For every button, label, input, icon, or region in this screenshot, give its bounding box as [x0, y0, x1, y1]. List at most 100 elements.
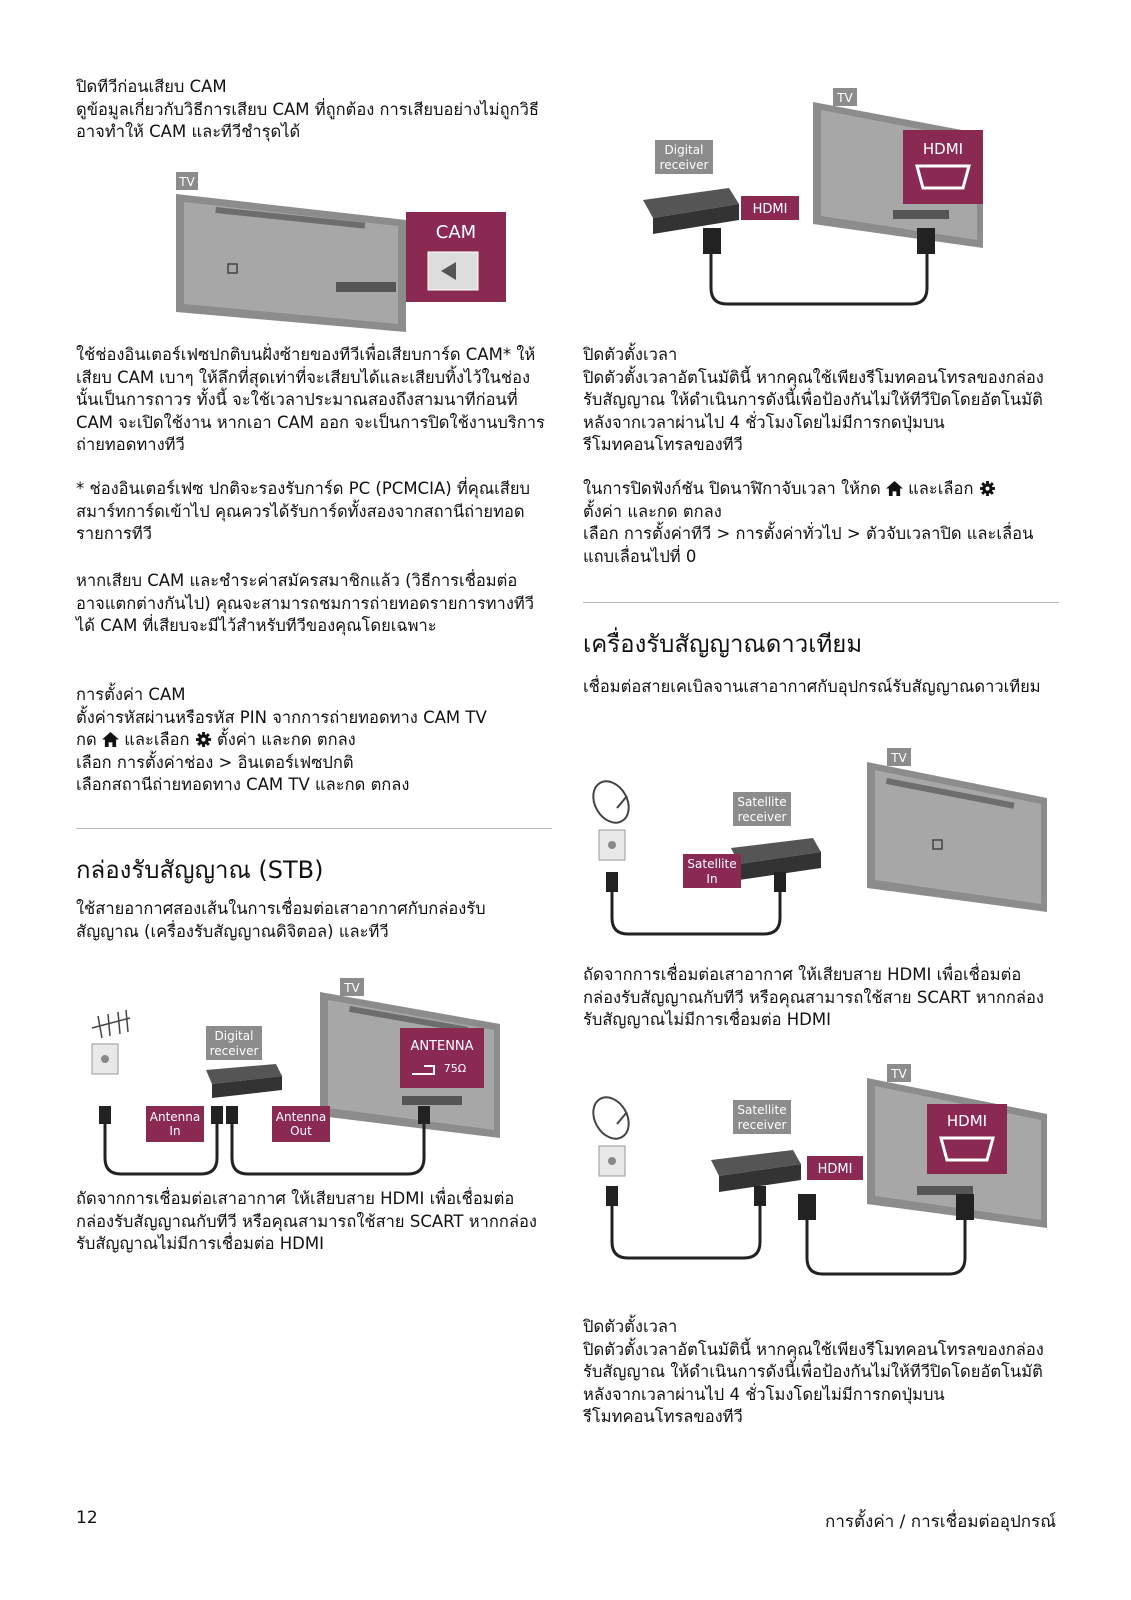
- plug: [774, 872, 786, 892]
- satellite-cable: [610, 888, 782, 936]
- tv-hdmi-slot: [917, 1186, 973, 1195]
- sat-hdmi-paragraph: ถัดจากการเชื่อมต่อเสาอากาศ ให้เสียบสาย H…: [583, 965, 1044, 1029]
- home-icon: [102, 732, 119, 747]
- timer-off-line2: ตั้งค่า และกด ตกลง: [583, 501, 722, 521]
- satellite-dish-icon: [592, 780, 630, 824]
- satellite-in-line1: Satellite: [687, 857, 736, 871]
- cam-settings-line3: เลือก การตั้งค่าช่อง > อินเตอร์เฟซปกติ: [76, 752, 354, 772]
- antenna-out-badge: [272, 1106, 330, 1142]
- tv-port: [227, 263, 238, 274]
- hdmi-plug: [703, 228, 721, 254]
- press-label: กด: [76, 730, 97, 749]
- plug: [418, 1106, 430, 1124]
- plug: [226, 1106, 238, 1124]
- hdmi-figure: TV HDMI Digital receiver HDMI: [643, 88, 1043, 318]
- receiver-tag-line1: Digital: [215, 1029, 254, 1043]
- hdmi-badge-label: HDMI: [947, 1112, 987, 1130]
- cam-note-paragraph: * ช่องอินเตอร์เฟซ ปกติจะรองรับการ์ด PC (…: [76, 479, 530, 543]
- timer-off-line3: เลือก การตั้งค่าทีวี > การตั้งค่าทั่วไป …: [583, 524, 1034, 566]
- tv-panel: [184, 202, 398, 324]
- stb-intro-paragraph: ใช้สายอากาศสองเส้นในการเชื่อมต่อเสาอากาศ…: [76, 899, 486, 941]
- timer-2-title: ปิดตัวตั้งเวลา: [583, 1317, 678, 1336]
- cam-settings-title: การตั้งค่า CAM: [76, 685, 186, 704]
- hdmi-small-badge-label: HDMI: [753, 202, 788, 217]
- page-number: 12: [76, 1508, 98, 1528]
- tv-tag-label: TV: [343, 981, 360, 995]
- wall-socket-hole: [101, 1055, 109, 1063]
- cam-settings-line2: กด และเลือก ตั้งค่า และกด ตกลง: [76, 729, 546, 752]
- satellite-in-line2: In: [706, 872, 717, 886]
- plug: [606, 872, 618, 892]
- antenna-in-line2: In: [169, 1124, 180, 1138]
- tv-tag-label: TV: [890, 1067, 907, 1081]
- tv-vent: [348, 1006, 469, 1033]
- tv-port: [932, 839, 943, 850]
- cam-figure: TV CAM: [176, 172, 516, 332]
- stb-illustration: TV ANTENNA 75Ω Digital receiver Antenna …: [91, 978, 500, 1176]
- wall-socket-hole: [608, 841, 616, 849]
- hdmi-cable: [709, 248, 929, 306]
- receiver-tag-line1: Satellite: [737, 795, 786, 809]
- cam-note-text: * ช่องอินเตอร์เฟซ ปกติจะรองรับการ์ด PC (…: [76, 478, 546, 546]
- stb-figure: TV ANTENNA 75Ω Digital receiver Antenna …: [80, 978, 500, 1178]
- section-divider: [76, 828, 552, 829]
- receiver-tag-line2: receiver: [738, 1118, 787, 1132]
- receiver-tag-line2: receiver: [210, 1044, 259, 1058]
- timer-1-body: ปิดตัวตั้งเวลาอัตโนมัตินี้ หากคุณใช้เพีย…: [583, 367, 1044, 455]
- cam-settings-text: การตั้งค่า CAM ตั้งค่ารหัสผ่านหรือรหัส P…: [76, 684, 546, 797]
- tv-tag-label: TV: [836, 91, 853, 105]
- satellite-cable: [610, 1202, 762, 1260]
- timer-1-title: ปิดตัวตั้งเวลา: [583, 345, 678, 364]
- stb-hdmi-text: ถัดจากการเชื่อมต่อเสาอากาศ ให้เสียบสาย H…: [76, 1188, 546, 1256]
- tv-tag: [176, 172, 198, 190]
- antenna-cable-out: [230, 1118, 426, 1176]
- tv-vent: [215, 207, 366, 229]
- antenna-in-badge: [146, 1106, 204, 1142]
- hdmi-illustration: TV HDMI Digital receiver HDMI: [643, 88, 983, 306]
- receiver-tag-line2: receiver: [660, 158, 709, 172]
- antenna-out-line1: Antenna: [276, 1110, 326, 1124]
- sat-figure-2: TV HDMI Satellite receiver HDMI: [587, 1064, 1047, 1294]
- stb-heading: กล่องรับสัญญาณ (STB): [76, 856, 324, 884]
- plug: [211, 1106, 223, 1124]
- plug: [606, 1186, 618, 1206]
- hdmi-small-badge: [807, 1156, 863, 1180]
- tv-tag: [887, 1064, 911, 1082]
- tv-antenna-slot: [402, 1096, 462, 1105]
- antenna-badge: [400, 1028, 484, 1088]
- digital-receiver-front: [653, 204, 739, 234]
- hdmi-small-badge-label: HDMI: [818, 1162, 853, 1177]
- gear-icon: [979, 481, 995, 496]
- digital-receiver-box: [643, 188, 739, 218]
- tv-tag: [833, 88, 857, 106]
- hdmi-plug: [798, 1194, 816, 1220]
- sat-intro-text: เชื่อมต่อสายเคเบิลจานเสาอากาศกับอุปกรณ์ร…: [583, 676, 1053, 699]
- receiver-tag-line2: receiver: [738, 810, 787, 824]
- hdmi-port-icon: [915, 164, 971, 190]
- satellite-receiver-front: [739, 852, 821, 880]
- sat-hdmi-text: ถัดจากการเชื่อมต่อเสาอากาศ ให้เสียบสาย H…: [583, 964, 1053, 1032]
- cam-subscribe-paragraph: หากเสียบ CAM และชำระค่าสมัครสมาชิกแล้ว (…: [76, 571, 535, 635]
- hdmi-plug: [956, 1194, 974, 1220]
- timer-2-body: ปิดตัวตั้งเวลาอัตโนมัตินี้ หากคุณใช้เพีย…: [583, 1339, 1044, 1427]
- tv-tag-label: TV: [890, 751, 907, 765]
- tv-tag-label: TV: [178, 175, 195, 189]
- cam-remove-text: ปิดทีวีก่อนเสียบ CAM ดูข้อมูลเกี่ยวกับวิ…: [76, 76, 546, 144]
- antenna-out-line2: Out: [290, 1124, 312, 1138]
- cam-badge-label: CAM: [436, 222, 476, 243]
- timer-off-text: ในการปิดฟังก์ชัน ปิดนาฬิกาจับเวลา ให้กด …: [583, 478, 1053, 568]
- digital-receiver-box: [206, 1064, 282, 1084]
- antenna-in-line1: Antenna: [150, 1110, 200, 1124]
- hdmi-port-icon: [939, 1136, 995, 1162]
- sat-figure-1: TV Satellite receiver Satellite In: [587, 748, 1047, 948]
- wall-socket-hole: [608, 1157, 616, 1165]
- satellite-receiver-front: [719, 1164, 801, 1192]
- timer-2-text: ปิดตัวตั้งเวลา ปิดตัวตั้งเวลาอัตโนมัตินี…: [583, 1316, 1053, 1429]
- ohm-label: 75Ω: [444, 1062, 466, 1075]
- sat-illustration-1: TV Satellite receiver Satellite In: [592, 748, 1047, 936]
- cam-remove-body: ดูข้อมูลเกี่ยวกับวิธีการเสียบ CAM ที่ถูก…: [76, 99, 539, 142]
- cam-slot: [336, 282, 396, 292]
- timer-off-select-label: และเลือก: [908, 479, 974, 498]
- cam-illustration: TV CAM: [176, 172, 506, 332]
- hdmi-small-badge: [741, 196, 799, 220]
